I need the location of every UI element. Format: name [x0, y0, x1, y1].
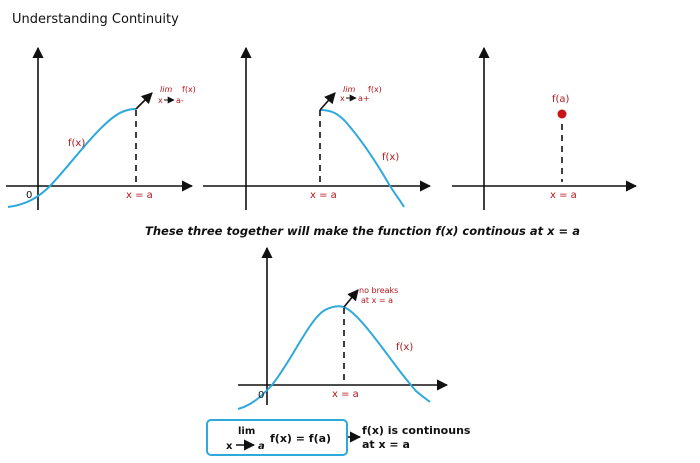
at-x-equals-a-label: at x = a	[361, 296, 393, 305]
conclusion-line-1: f(x) is continouns	[362, 424, 471, 437]
box-lim-label: lim	[238, 426, 255, 437]
x-equals-a-label: x = a	[310, 190, 337, 201]
caption: These three together will make the funct…	[145, 224, 580, 238]
graph-continuous: 0 f(x) x = a no breaks at x = a	[237, 246, 449, 410]
graph-right-limit: f(x) x = a lim f(x) x a+	[203, 46, 432, 210]
function-value-point	[557, 109, 567, 119]
fx-label: f(x)	[396, 342, 413, 353]
graph-left-limit: 0 f(x) x = a lim f(x) x a-	[6, 46, 196, 210]
box-approach-a-label: a	[258, 441, 265, 452]
no-breaks-arrow	[343, 289, 359, 308]
approach-a-minus-label: a-	[176, 96, 184, 105]
function-curve	[237, 305, 431, 410]
continuity-definition: lim x a f(x) = f(a) f(x) is continouns a…	[206, 419, 471, 456]
box-equation: f(x) = f(a)	[270, 432, 331, 445]
function-curve	[319, 109, 405, 208]
x-equals-a-label: x = a	[550, 190, 577, 201]
lim-label: lim	[343, 85, 355, 94]
function-curve	[7, 108, 137, 208]
origin-label: 0	[26, 190, 32, 201]
lim-fx-label: f(x)	[182, 85, 196, 94]
approach-x-label: x	[340, 94, 345, 103]
lim-label: lim	[160, 85, 172, 94]
x-equals-a-label: x = a	[126, 190, 153, 201]
definition-box	[206, 419, 348, 456]
fa-label: f(a)	[552, 94, 570, 105]
graph-function-value: f(a) x = a	[452, 46, 638, 210]
no-breaks-label: no breaks	[359, 286, 398, 295]
conclusion-line-2: at x = a	[362, 438, 410, 451]
x-equals-a-label: x = a	[332, 389, 359, 400]
approach-x-label: x	[158, 96, 163, 105]
lim-fx-label: f(x)	[368, 85, 382, 94]
fx-label: f(x)	[382, 152, 399, 163]
approach-a-plus-label: a+	[358, 94, 370, 103]
limit-arrow	[135, 92, 153, 110]
limit-arrow	[319, 92, 336, 111]
fx-label: f(x)	[68, 138, 85, 149]
page-title: Understanding Continuity	[12, 12, 179, 27]
origin-label: 0	[258, 390, 264, 401]
box-approach-x-label: x	[226, 441, 233, 452]
